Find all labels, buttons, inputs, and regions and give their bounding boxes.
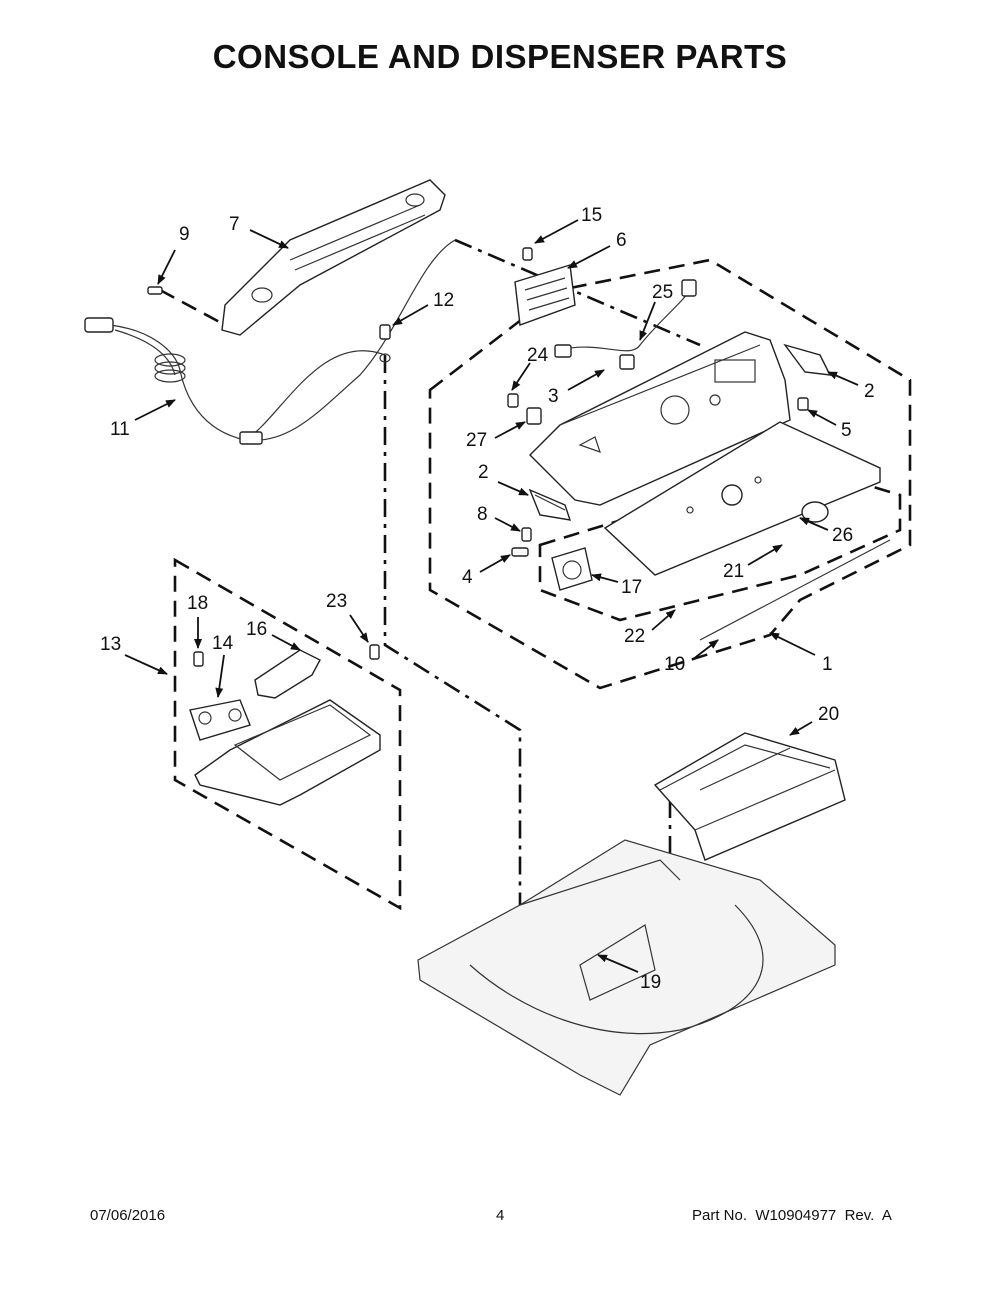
rear-trim-part (221, 179, 446, 336)
callout-10: 10 (664, 654, 685, 675)
bracket-part-16 (254, 649, 321, 699)
callout-27: 27 (466, 430, 487, 451)
screw-part-15 (522, 247, 533, 261)
callout-12: 12 (433, 290, 454, 311)
dispenser-drawer-part (653, 732, 846, 861)
callout-3: 3 (548, 386, 559, 407)
end-cap-part-left (528, 488, 572, 521)
connector-line-hose (383, 355, 522, 940)
callout-22: 22 (624, 626, 645, 647)
clip-part-27 (526, 407, 542, 425)
callout-4: 4 (462, 567, 473, 588)
callout-1: 1 (822, 654, 833, 675)
console-housing (529, 331, 791, 506)
footer-page-number: 4 (496, 1207, 505, 1224)
callout-2-right: 2 (864, 381, 875, 402)
callout-20: 20 (818, 704, 839, 725)
callout-7: 7 (229, 214, 240, 235)
callout-8: 8 (477, 504, 488, 525)
switch-part-17 (551, 547, 593, 591)
wire-harness-part (84, 239, 456, 445)
screw-part-18 (193, 651, 204, 667)
valve-group-boundary (173, 557, 402, 911)
footer-date: 07/06/2016 (90, 1207, 166, 1224)
connector-line-console (454, 238, 701, 347)
leader-arrows (124, 219, 859, 973)
callout-21: 21 (723, 561, 744, 582)
console-assembly-boundary (428, 258, 912, 690)
callout-23: 23 (326, 591, 347, 612)
panel-part-21 (603, 421, 881, 576)
callout-13: 13 (100, 634, 121, 655)
screw-part-8 (521, 527, 532, 542)
end-cap-part-right (783, 343, 832, 411)
strip-part-10 (699, 539, 891, 641)
connector-line-bracket (159, 288, 226, 327)
valve-assembly-part (189, 699, 381, 806)
control-board-part (514, 264, 576, 326)
screw-part-24 (507, 393, 519, 408)
callout-16: 16 (246, 619, 267, 640)
screw-part-12 (379, 324, 391, 363)
callout-2-left: 2 (478, 462, 489, 483)
callout-15: 15 (581, 205, 602, 226)
callout-24: 24 (527, 345, 549, 366)
callout-19: 19 (640, 972, 661, 993)
knob-part-26 (801, 501, 829, 523)
callout-5: 5 (841, 420, 852, 441)
callout-6: 6 (616, 230, 627, 251)
callout-17: 17 (621, 577, 642, 598)
footer-part-number: Part No. W10904977 Rev. A (692, 1207, 892, 1224)
screw-part-23 (369, 644, 380, 660)
harness-part-25 (554, 279, 697, 370)
callout-25: 25 (652, 282, 673, 303)
callout-18: 18 (187, 593, 208, 614)
page-title: CONSOLE AND DISPENSER PARTS (212, 38, 788, 75)
callout-9: 9 (179, 224, 190, 245)
screw-part-4 (511, 547, 529, 557)
callout-14: 14 (212, 633, 234, 654)
callout-labels: 1 2 2 3 4 5 6 7 8 9 10 11 12 13 14 15 16… (100, 205, 875, 993)
screw-part-9 (147, 286, 163, 295)
callout-26: 26 (832, 525, 853, 546)
callout-11: 11 (110, 419, 130, 440)
